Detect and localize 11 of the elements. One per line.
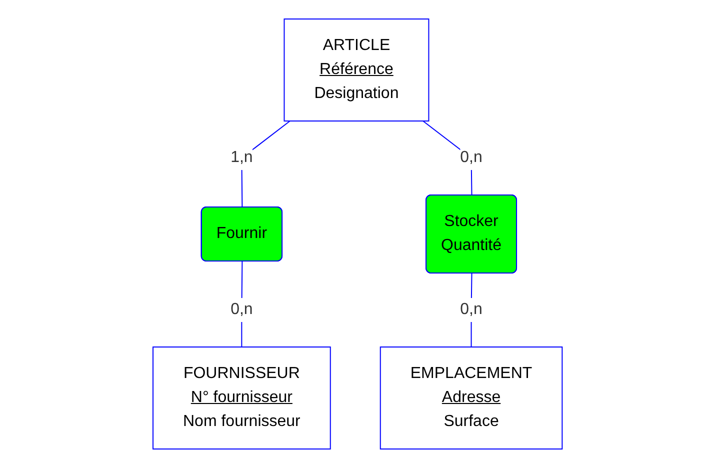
node-box: ARTICLE Référence Designation: [284, 18, 430, 121]
connector: [422, 120, 473, 196]
edge-label: 0,n: [230, 300, 254, 318]
connector: [471, 272, 473, 347]
edge-label: 1,n: [230, 148, 254, 166]
edge-label: 0,n: [460, 148, 483, 166]
node-box: FOURNISSEUR N° fournisseur Nom fournisseur: [152, 346, 332, 449]
node-box: EMPLACEMENT Adresse Surface: [380, 346, 564, 449]
connector: [242, 260, 244, 347]
edge-label: 0,n: [460, 300, 483, 318]
connector: [242, 120, 291, 208]
